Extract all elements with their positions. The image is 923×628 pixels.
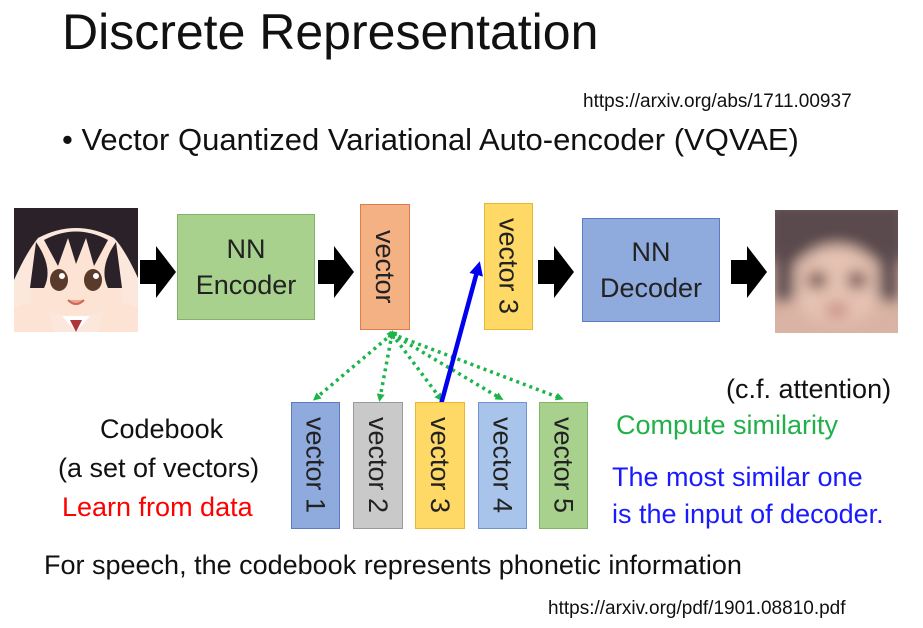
similarity-line-3 — [389, 330, 443, 402]
output-image — [775, 210, 898, 333]
selected-vector-3: vector 3 — [484, 203, 533, 330]
attention-note: (c.f. attention) — [726, 374, 892, 404]
encoder-label-line2: Encoder — [195, 270, 297, 300]
codebook-vector-4: vector 4 — [478, 402, 527, 529]
slide-title: Discrete Representation — [62, 4, 599, 60]
codebook-vector-2-label: vector 2 — [363, 417, 393, 514]
codebook-vector-5-label: vector 5 — [548, 417, 579, 514]
similarity-line-5 — [388, 331, 564, 401]
arrow-right-icon — [731, 246, 767, 298]
input-image — [14, 208, 138, 332]
encoder-output-vector: vector — [360, 204, 410, 330]
codebook-vector-3-label: vector 3 — [425, 417, 455, 514]
learn-from-data-label: Learn from data — [62, 492, 253, 522]
selection-arrow — [437, 261, 483, 409]
codebook-description: (a set of vectors) — [58, 453, 260, 483]
most-similar-line1: The most similar one — [612, 462, 863, 492]
codebook-vector-1: vector 1 — [291, 402, 340, 529]
codebook-vector-3: vector 3 — [415, 402, 465, 529]
codebook-vector-5: vector 5 — [539, 402, 588, 529]
compute-similarity-label: Compute similarity — [616, 410, 839, 440]
decoder-label-line2: Decoder — [599, 273, 703, 303]
codebook-vector-2: vector 2 — [353, 402, 403, 529]
similarity-line-1 — [312, 331, 396, 401]
encoder-label-line1: NN — [226, 234, 266, 264]
similarity-line-2 — [376, 330, 396, 402]
codebook-vector-4-label: vector 4 — [487, 417, 518, 514]
arrow-right-icon — [318, 246, 354, 298]
arrow-right-icon — [538, 246, 574, 298]
most-similar-line2: is the input of decoder. — [612, 499, 884, 529]
reference-link-bottom[interactable]: https://arxiv.org/pdf/1901.08810.pdf — [548, 598, 846, 619]
nn-encoder-box: NN Encoder — [177, 214, 315, 320]
codebook-vector-1-label: vector 1 — [300, 417, 331, 514]
speech-note: For speech, the codebook represents phon… — [44, 550, 742, 580]
decoder-label-line1: NN — [631, 237, 671, 267]
codebook-label: Codebook — [100, 414, 224, 444]
reference-link-top[interactable]: https://arxiv.org/abs/1711.00937 — [583, 91, 852, 112]
selected-vector-label: vector 3 — [493, 218, 524, 315]
bullet-point: • Vector Quantized Variational Auto-enco… — [62, 122, 799, 157]
vector-label: vector — [370, 230, 400, 304]
arrow-right-icon — [140, 246, 176, 298]
nn-decoder-box: NN Decoder — [582, 218, 720, 322]
